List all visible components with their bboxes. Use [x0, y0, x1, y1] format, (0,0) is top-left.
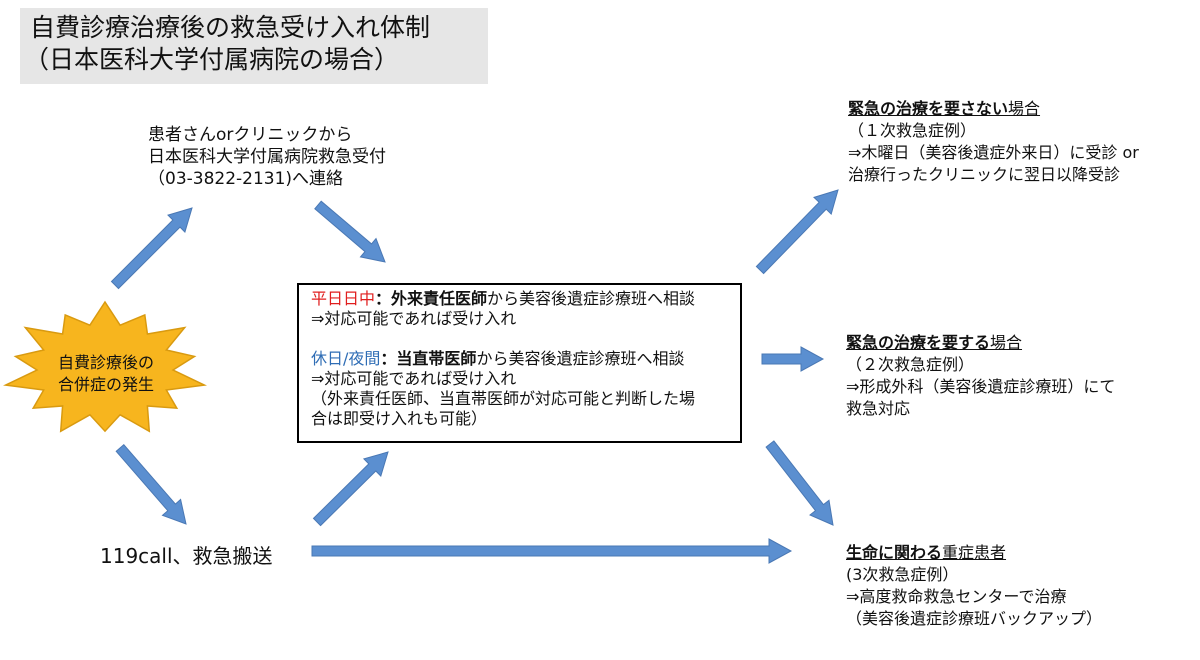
arrow-contact-to-box	[314, 200, 386, 263]
arrow-box-to-secondary	[761, 346, 825, 372]
origin-line-2: 合併症の発生	[57, 375, 154, 394]
holiday-line: 休日/夜間：当直帯医師から美容後遺症診療班へ相談	[311, 349, 728, 369]
outcome-tertiary: 生命に関わる重症患者 (3次救急症例） ⇒高度救命救急センターで治療 （美容後遺…	[846, 542, 1102, 630]
weekday-rest: から美容後遺症診療班へ相談	[487, 289, 696, 308]
arrow-box-to-tertiary	[765, 440, 834, 526]
arrow-ambulance-to-tertiary	[311, 538, 793, 564]
outcome-secondary-heading-bold: 緊急の治療を要する	[846, 333, 991, 352]
contact-line-1: 患者さんorクリニックから	[148, 125, 353, 145]
weekday-line: 平日日中：外来責任医師から美容後遺症診療班へ相談	[311, 289, 728, 309]
spacer	[311, 329, 728, 349]
outcome-primary-line-2: ⇒木曜日（美容後遺症外来日）に受診 or	[848, 143, 1139, 162]
outcome-tertiary-heading-rest: 重症患者	[942, 543, 1007, 562]
origin-label: 自費診療後の 合併症の発生	[40, 352, 172, 396]
outcome-secondary-line-1: （２次救急症例）	[846, 355, 975, 374]
consultation-box: 平日日中：外来責任医師から美容後遺症診療班へ相談 ⇒対応可能であれば受け入れ 休…	[297, 283, 742, 443]
contact-text: 患者さんorクリニックから 日本医科大学付属病院救急受付 （03-3822-21…	[148, 124, 386, 190]
ambulance-label: 119call、救急搬送	[100, 544, 273, 568]
contact-phone: （03-3822-2131)へ連絡	[148, 169, 344, 189]
outcome-primary-line-1: （１次救急症例）	[848, 121, 977, 140]
starburst-icon	[2, 300, 208, 433]
holiday-label: 休日/夜間	[311, 349, 381, 368]
outcome-secondary-line-2: ⇒形成外科（美容後遺症診療班）にて	[846, 377, 1116, 396]
holiday-doctor: 当直帯医師	[396, 349, 477, 368]
arrow-box-to-primary	[755, 189, 839, 275]
holiday-accept: ⇒対応可能であれば受け入れ	[311, 369, 517, 388]
holiday-rest: から美容後遺症診療班へ相談	[476, 349, 685, 368]
outcome-secondary: 緊急の治療を要する場合 （２次救急症例） ⇒形成外科（美容後遺症診療班）にて 救…	[846, 332, 1115, 420]
outcome-primary-heading-bold: 緊急の治療を要さない	[848, 99, 1009, 118]
weekday-sep: ：	[375, 289, 392, 308]
outcome-primary-heading-rest: 場合	[1008, 99, 1041, 118]
page-title: 自費診療治療後の救急受け入れ体制	[30, 13, 431, 42]
outcome-primary-line-3: 治療行ったクリニックに翌日以降受診	[848, 165, 1121, 184]
arrow-origin-to-ambulance	[115, 443, 187, 525]
weekday-doctor: 外来責任医師	[391, 289, 488, 308]
outcome-tertiary-heading-bold: 生命に関わる	[846, 543, 943, 562]
weekday-accept: ⇒対応可能であれば受け入れ	[311, 309, 517, 328]
outcome-primary: 緊急の治療を要さない場合 （１次救急症例） ⇒木曜日（美容後遺症外来日）に受診 …	[848, 98, 1139, 186]
outcome-tertiary-line-1: (3次救急症例）	[846, 565, 959, 584]
origin-line-1: 自費診療後の	[57, 353, 154, 372]
arrow-ambulance-to-box	[312, 451, 389, 527]
title-box	[20, 8, 488, 84]
holiday-sep: ：	[380, 349, 397, 368]
arrow-origin-to-contact	[110, 207, 193, 290]
outcome-secondary-line-3: 救急対応	[846, 399, 911, 418]
outcome-primary-heading: 緊急の治療を要さない場合	[848, 98, 1139, 120]
note-line-1: （外来責任医師、当直帯医師が対応可能と判断した場	[311, 389, 696, 408]
page-subtitle: （日本医科大学付属病院の場合）	[24, 45, 400, 74]
note-line-2: 合は即受け入れも可能）	[311, 409, 488, 428]
outcome-tertiary-line-3: （美容後遺症診療班バックアップ）	[846, 609, 1103, 628]
contact-line-2: 日本医科大学付属病院救急受付	[148, 147, 386, 167]
outcome-tertiary-heading: 生命に関わる重症患者	[846, 542, 1102, 564]
outcome-secondary-heading-rest: 場合	[990, 333, 1023, 352]
outcome-tertiary-line-2: ⇒高度救命救急センターで治療	[846, 587, 1067, 606]
weekday-label: 平日日中	[311, 289, 376, 308]
outcome-secondary-heading: 緊急の治療を要する場合	[846, 332, 1115, 354]
